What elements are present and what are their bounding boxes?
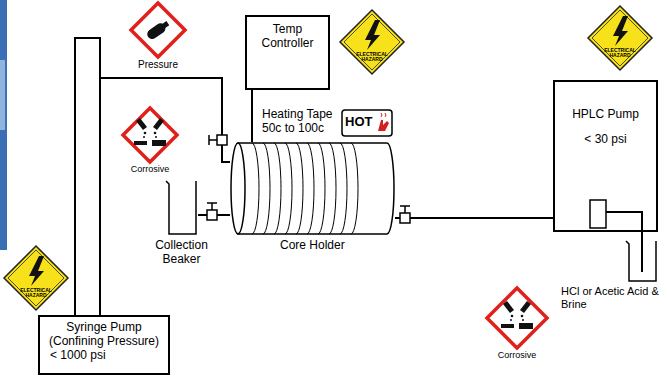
icon-text: HOT: [345, 115, 372, 130]
heat-waves: [381, 113, 386, 117]
beaker-outline: [166, 181, 196, 234]
valve: [207, 210, 217, 220]
tube-line: [100, 78, 230, 315]
beaker-outline: [165, 180, 198, 235]
part-label: Heating Tape 50c to 100c: [262, 108, 338, 136]
electrical-hazard-sign: [588, 6, 652, 70]
electrical-hazard-sign: [592, 10, 648, 66]
beaker-outline: [625, 240, 658, 282]
cylinder-body: [238, 143, 394, 234]
node-label: HPLC Pump: [559, 108, 652, 122]
corrosive-symbol: [503, 301, 514, 313]
corrosive-symbol: [510, 319, 512, 321]
heating-tape-wrap: [274, 143, 281, 234]
sign-text: ELECTRICAL HAZARD: [20, 288, 52, 298]
corrosive-symbol: [511, 315, 514, 318]
pump-box: Syringe Pump (Confining Pressure)< 1000 …: [38, 315, 170, 375]
heating-tape-wrap: [340, 143, 347, 234]
corrosive-symbol: [152, 140, 166, 146]
corrosive-symbol: [153, 118, 164, 130]
intake-tube: [641, 240, 643, 272]
heating-tape-wrap: [263, 143, 270, 234]
electrical-hazard-sign: [4, 246, 68, 310]
collection-beaker: Collection Beaker: [165, 180, 198, 235]
heating-tape-wrap: [318, 143, 325, 234]
corrosive-symbol: [144, 132, 147, 135]
sign-text: ELECTRICAL HAZARD: [604, 48, 636, 58]
beaker-outline: [626, 241, 656, 281]
heating-tape-wrap: [252, 143, 259, 234]
node-sublabel: < 1000 psi: [44, 349, 164, 363]
lightning-symbol: [613, 16, 628, 46]
controller-box: Temp Controller: [245, 15, 330, 90]
pressure-hazard-sign: [131, 3, 185, 57]
hplc-pump-box: HPLC Pump < 30 psi: [553, 80, 658, 232]
corrosive-symbol: [501, 324, 514, 328]
cylinder-outline: [230, 142, 395, 235]
node-label: HCl or Acetic Acid & Brine: [561, 285, 661, 310]
photo-edge: [0, 0, 7, 250]
valve-handle: [400, 206, 410, 213]
hazard-caption: Corrosive: [492, 350, 542, 360]
valve: [400, 213, 410, 223]
cylinder-end: [231, 143, 245, 234]
node-label: Syringe Pump (Confining Pressure): [44, 321, 164, 349]
corrosive-symbol: [522, 319, 524, 321]
lightning-symbol: [29, 256, 44, 286]
valve: [217, 135, 227, 145]
corrosive-hazard-sign: [487, 288, 547, 348]
intake-tube: [606, 212, 642, 232]
hot-icon: [342, 110, 392, 136]
gas-cylinder-symbol: [145, 19, 170, 41]
corrosive-symbol: [143, 136, 145, 138]
corrosive-symbol: [154, 132, 157, 135]
tube-line: [641, 232, 643, 240]
core-holder: Core Holder: [230, 142, 395, 235]
corrosive-symbol: [134, 141, 147, 145]
lightning-symbol: [365, 20, 380, 50]
corrosive-hazard-sign: [123, 108, 177, 162]
valve-handle: [207, 203, 217, 210]
corrosive-symbol: [520, 301, 531, 313]
heating-tape-wrap: [351, 143, 358, 234]
corrosive-symbol: [134, 118, 166, 146]
node-sublabel: < 30 psi: [559, 133, 652, 147]
corrosive-symbol: [136, 118, 147, 130]
node-label: Temp Controller: [257, 23, 319, 51]
sign-text: ELECTRICAL HAZARD: [356, 52, 388, 62]
heating-tape-wrap: [307, 143, 314, 234]
hazard-caption: Corrosive: [125, 164, 175, 174]
hot-hand-symbol: [378, 120, 389, 131]
corrosive-symbol: [501, 301, 533, 329]
tube-line: [395, 217, 553, 219]
hazard-caption: Pressure: [131, 59, 185, 71]
node-label: Collection Beaker: [149, 239, 214, 267]
electrical-hazard-sign: [8, 250, 64, 306]
photo-edge: [0, 60, 5, 130]
electrical-hazard-sign: [344, 14, 400, 70]
valve-handle: [209, 135, 217, 145]
heating-tape-wrap: [285, 143, 292, 234]
acid-beaker: HCl or Acetic Acid & Brine: [625, 240, 658, 282]
heating-tape-wrap: [329, 143, 336, 234]
corrosive-symbol: [519, 323, 533, 329]
node-label: Core Holder: [280, 239, 345, 253]
tube-line: [251, 90, 253, 142]
heating-tape-wrap: [296, 143, 303, 234]
gas-cylinder-symbol: [162, 21, 169, 28]
electrical-hazard-sign: [340, 10, 404, 74]
pump-head: [590, 200, 606, 228]
corrosive-symbol: [155, 136, 157, 138]
corrosive-symbol: [521, 315, 524, 318]
syringe-barrel: [75, 38, 100, 318]
